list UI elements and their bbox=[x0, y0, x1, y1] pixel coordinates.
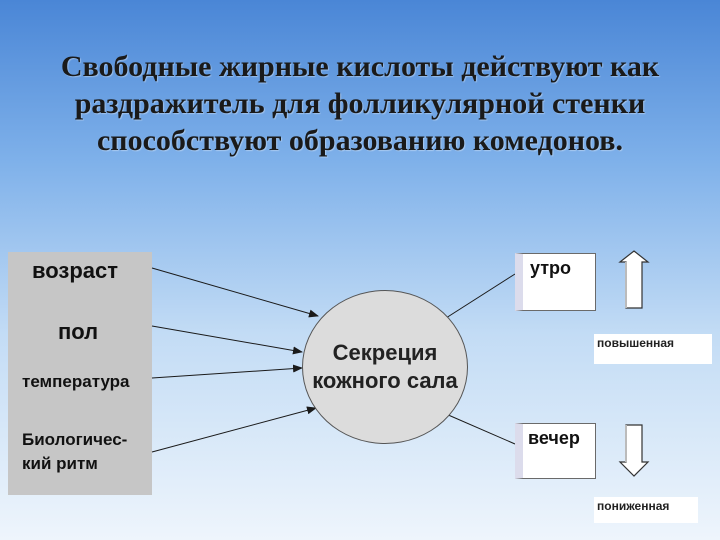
down-arrow-icon bbox=[618, 424, 650, 477]
link-evening bbox=[445, 413, 516, 445]
arrow-temperature bbox=[151, 364, 303, 379]
arrow-age bbox=[151, 267, 319, 318]
morning-box bbox=[515, 253, 596, 311]
evening-box bbox=[515, 423, 596, 479]
factor-temperature: температура bbox=[22, 372, 130, 391]
sebum-secretion-label: Секреция кожного сала bbox=[312, 340, 458, 393]
slide-title: Свободные жирные кислоты действуют как р… bbox=[60, 50, 660, 157]
arrow-sex bbox=[151, 325, 303, 355]
sebum-secretion-node: Секреция кожного сала bbox=[302, 290, 468, 444]
factor-bio-rhythm: Биологичес-кий ритм bbox=[22, 430, 128, 473]
factor-age: возраст bbox=[32, 258, 119, 283]
factors-box bbox=[8, 252, 152, 495]
increased-label: повышенная bbox=[594, 334, 712, 364]
factor-sex: пол bbox=[58, 319, 99, 344]
decreased-label: пониженная bbox=[594, 497, 698, 523]
arrow-bio-rhythm bbox=[151, 406, 317, 453]
evening-label: вечер bbox=[528, 428, 580, 448]
link-morning bbox=[445, 273, 516, 319]
up-arrow-icon bbox=[618, 250, 650, 309]
morning-label: утро bbox=[530, 258, 572, 278]
